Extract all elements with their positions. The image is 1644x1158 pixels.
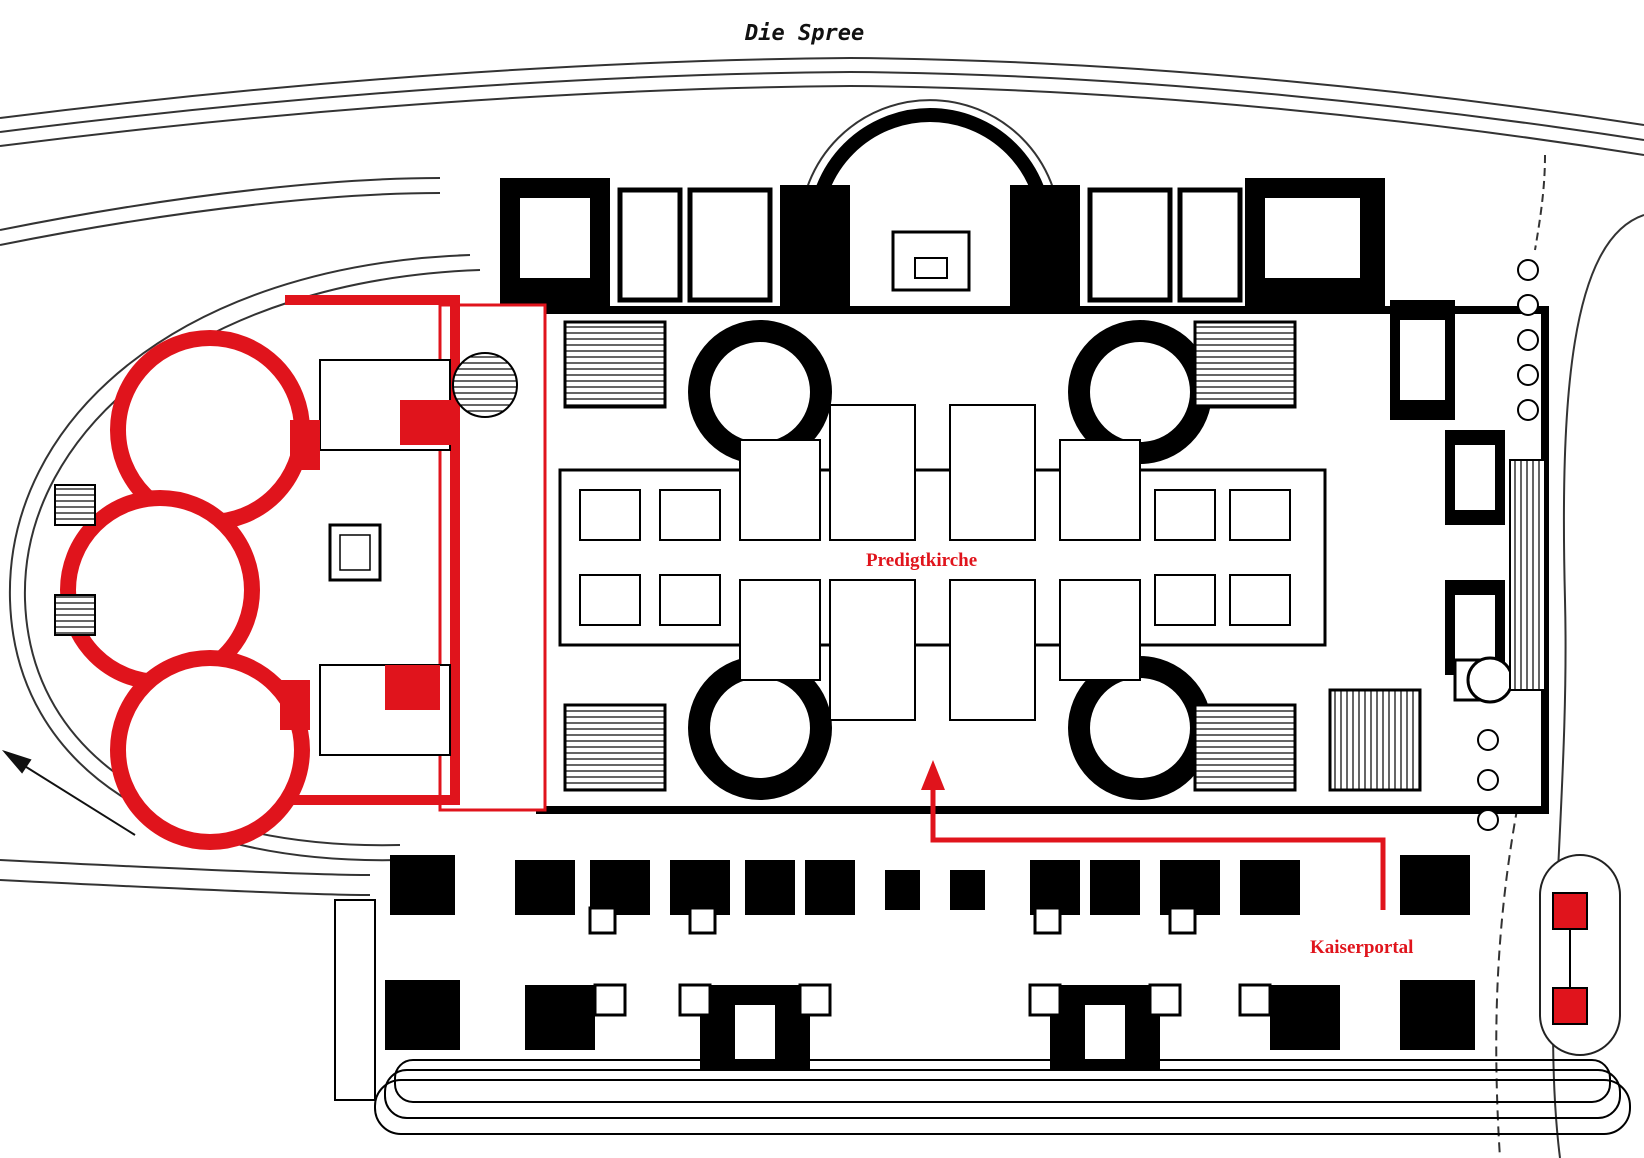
south-facade bbox=[385, 855, 1475, 1070]
western-chapel bbox=[54, 295, 547, 850]
east-pavilion bbox=[1539, 854, 1621, 1056]
flow-arrow bbox=[1, 749, 136, 836]
pew-blocks bbox=[579, 404, 1291, 721]
river-embankment bbox=[0, 56, 1644, 896]
river-label: Die Spree bbox=[744, 21, 864, 46]
east-wing bbox=[1390, 300, 1546, 704]
nave-label: Predigtkirche bbox=[866, 550, 977, 571]
portal-label: Kaiserportal bbox=[1310, 937, 1413, 958]
portico-columns bbox=[588, 906, 1272, 1017]
portal-path bbox=[921, 760, 1386, 910]
plantings bbox=[1477, 259, 1539, 831]
south-steps bbox=[334, 899, 1631, 1135]
corner-drums bbox=[688, 320, 1212, 800]
north-apse bbox=[799, 99, 1061, 292]
stairwells bbox=[563, 320, 1422, 792]
